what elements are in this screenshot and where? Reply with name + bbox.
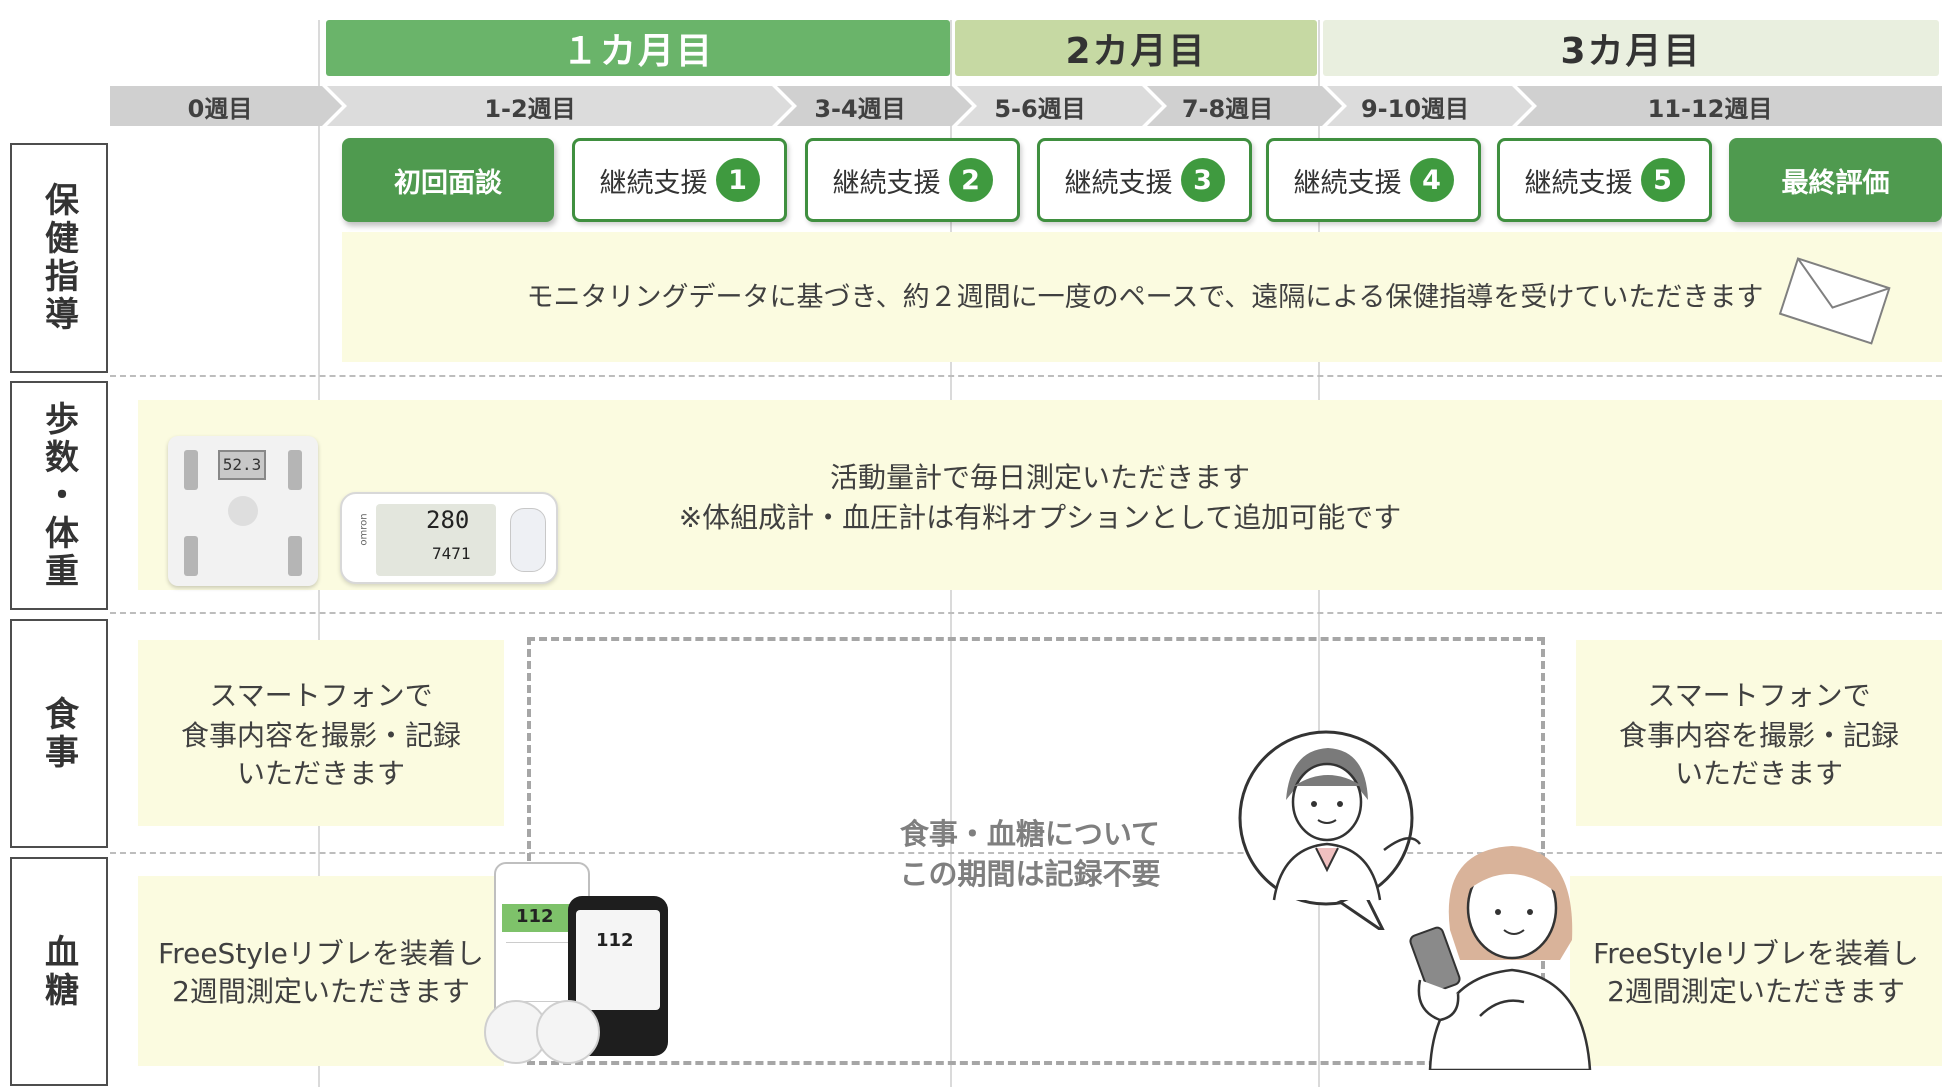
week-chevron-bar — [110, 86, 1942, 126]
glucose-text-left-line1: FreeStyleリブレを装着し — [158, 937, 484, 970]
category-steps-weight: 歩数・体重 — [10, 381, 108, 610]
week-label: 0週目 — [187, 94, 253, 123]
number-badge: 3 — [1180, 158, 1225, 202]
meal-text-left-line3: いただきます — [236, 757, 405, 790]
week-label: 9-10週目 — [1360, 94, 1470, 123]
meal-text-right-line1: スマートフォンで — [1647, 679, 1871, 712]
glucose-panel-right — [1570, 876, 1942, 1066]
envelope-icon — [1778, 257, 1891, 345]
month-3-header: 3カ月目 — [1323, 20, 1939, 76]
row-separator — [110, 375, 1942, 377]
number-badge: 2 — [948, 158, 993, 202]
week-label: 3-4週目 — [814, 94, 906, 123]
meal-text-left-line1: スマートフォンで — [209, 679, 433, 712]
week-label: 1-2週目 — [484, 94, 576, 123]
number-badge: 1 — [715, 158, 760, 202]
meal-panel-right — [1576, 640, 1942, 826]
month-1-header: １カ月目 — [326, 20, 950, 76]
activity-meter-screen: 280 7471 — [376, 504, 496, 576]
row-separator — [110, 852, 1942, 854]
glucose-panel-left — [138, 876, 504, 1066]
no-record-note-line1: 食事・血糖について — [899, 817, 1161, 851]
meal-text-left-line2: 食事内容を撮影・記録 — [180, 719, 461, 752]
woman-with-phone-illustration — [1409, 846, 1592, 1070]
guidance-text: モニタリングデータに基づき、約２週間に一度のペースで、遠隔による保健指導を受けて… — [526, 282, 1764, 313]
row-separator — [110, 612, 1942, 614]
sensor-patch-image — [536, 1000, 600, 1064]
week-label: 5-6週目 — [994, 94, 1086, 123]
number-badge: 5 — [1640, 158, 1685, 202]
guidance-panel — [342, 232, 1942, 362]
activity-meter-image: omron 280 7471 — [340, 492, 558, 584]
no-record-note-line2: この期間は記録不要 — [899, 857, 1161, 891]
reader-glucose-value: 112 — [596, 930, 634, 951]
steps-text-line2: ※体組成計・血圧計は有料オプションとして追加可能です — [678, 501, 1402, 534]
glucose-text-right-line2: 2週間測定いただきます — [1607, 975, 1905, 1008]
category-meal: 食事 — [10, 619, 108, 848]
meal-panel-left — [138, 640, 504, 826]
week-label: 11-12週目 — [1647, 94, 1773, 123]
scale-display: 52.3 — [218, 450, 266, 480]
category-blood-glucose: 血糖 — [10, 857, 108, 1086]
week-label: 7-8週目 — [1181, 94, 1274, 123]
glucose-text-left-line2: 2週間測定いただきます — [172, 975, 470, 1008]
session-initial-interview: 初回面談 — [342, 138, 554, 222]
activity-meter-brand: omron — [358, 513, 370, 546]
no-record-period-box — [527, 637, 1545, 1065]
number-badge: 4 — [1409, 158, 1454, 202]
doctor-illustration — [1238, 730, 1422, 930]
month-2-header: 2カ月目 — [955, 20, 1317, 76]
phone-glucose-value: 112 — [516, 906, 554, 927]
steps-text-line1: 活動量計で毎日測定いただきます — [829, 461, 1250, 494]
meal-text-right-line2: 食事内容を撮影・記録 — [1618, 719, 1899, 752]
glucose-text-right-line1: FreeStyleリブレを装着し — [1593, 937, 1919, 970]
category-health-guidance: 保健指導 — [10, 143, 108, 373]
session-final-evaluation: 最終評価 — [1729, 138, 1942, 222]
body-scale-image: 52.3 — [168, 436, 318, 586]
meal-text-right-line3: いただきます — [1674, 757, 1843, 790]
